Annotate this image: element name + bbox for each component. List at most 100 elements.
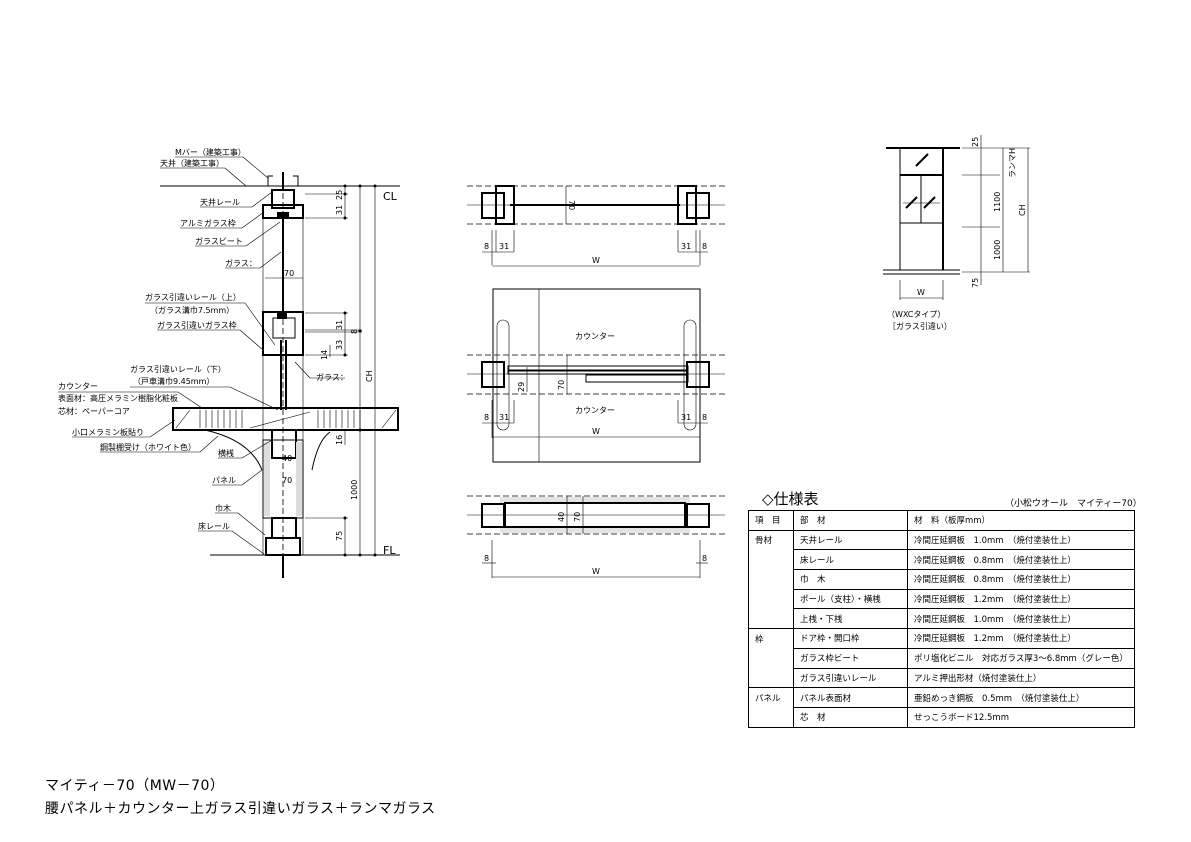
dim-8: 8 xyxy=(350,329,359,334)
drawing-title-description: 腰パネル＋カウンター上ガラス引違いガラス＋ランマガラス xyxy=(45,801,436,817)
label-floor-rail: 床レール xyxy=(198,521,230,531)
elevation-view: 25 ランマH 1100 1000 CH 75 W （WXCタイプ） ［ガラス引… xyxy=(883,135,1030,331)
table-row: 巾 木冷間圧延鋼板 0.8mm （焼付塗装仕上） xyxy=(748,569,1135,590)
elev-dim-1000: 1000 xyxy=(993,240,1002,260)
plan3-dim-8-left: 8 xyxy=(484,554,489,563)
row-material: 冷間圧延鋼板 1.2mm （焼付塗装仕上） xyxy=(907,628,1135,649)
row-category xyxy=(748,707,794,728)
row-part: 天井レール xyxy=(793,529,908,550)
row-category xyxy=(748,668,794,688)
elev-dim-ch: CH xyxy=(1018,204,1027,216)
plan1-dim-8-left: 8 xyxy=(484,242,489,251)
elev-dim-75: 75 xyxy=(971,278,980,288)
dim-70: 70 xyxy=(284,269,294,278)
row-part: ドア枠・開口枠 xyxy=(793,628,908,649)
label-sliding-glass-frame: ガラス引違いガラス枠 xyxy=(157,320,237,330)
row-part: 芯 材 xyxy=(793,706,908,728)
baseboard xyxy=(271,517,297,539)
table-row: ガラス引違いレールアルミ押出形材（焼付塗装仕上） xyxy=(748,667,1135,688)
row-material: 冷間圧延鋼板 0.8mm （焼付塗装仕上） xyxy=(907,549,1135,570)
table-row: ポール（支柱）・横桟冷間圧延鋼板 1.2mm （焼付塗装仕上） xyxy=(748,588,1135,609)
label-sliding-rail-lower: ガラス引違いレール（下） xyxy=(130,364,226,374)
counter-outline xyxy=(492,288,701,463)
dim-25: 25 xyxy=(335,190,344,200)
dim-14: 14 xyxy=(320,350,329,360)
label-ceiling-rail: 天井レール xyxy=(200,197,240,207)
dim-1000: 1000 xyxy=(350,480,359,500)
spec-table-title: ◇仕様表 xyxy=(762,490,819,508)
row-material: 冷間圧延鋼板 1.0mm （焼付塗装仕上） xyxy=(907,529,1135,550)
cl-label: CL xyxy=(383,190,398,203)
section-view: Mバー（建築工事） 天井（建築工事） 天井レール アルミガラス枠 ガラスビート … xyxy=(58,147,400,580)
spec-table: 項 目 部 材 材 料（板厚mm） 骨材天井レール冷間圧延鋼板 1.0mm （焼… xyxy=(748,510,1135,728)
dim-75: 75 xyxy=(335,531,344,541)
label-sliding-rail-upper: ガラス引違いレール（上） xyxy=(145,292,241,302)
dim-70-panel: 70 xyxy=(282,476,292,485)
label-m-bar: Mバー（建築工事） xyxy=(175,147,246,157)
bracket-left xyxy=(204,429,263,471)
glass-hatch xyxy=(905,153,936,209)
plan1-dim-31-right: 31 xyxy=(681,242,691,251)
row-material: 亜鉛めっき鋼板 0.5mm （焼付塗装仕上） xyxy=(907,687,1135,708)
table-row: 芯 材せっこうボード12.5mm xyxy=(748,706,1135,728)
plan-view-panel: 40 70 8 8 W xyxy=(467,495,725,578)
label-counter-surface: 表面材：高圧メラミン樹脂化粧板 xyxy=(58,393,178,403)
row-category: パネル xyxy=(748,687,794,708)
dim-ch: CH xyxy=(365,370,374,382)
plan2-dim-8-right: 8 xyxy=(702,413,707,422)
row-part: 上桟・下桟 xyxy=(793,608,908,629)
plan2-dim-31-right: 31 xyxy=(681,413,691,422)
row-part: ガラス引違いレール xyxy=(793,667,908,688)
row-category xyxy=(748,589,794,609)
dim-33: 33 xyxy=(335,340,344,350)
label-baseboard: 巾木 xyxy=(215,503,231,513)
plan3-dim-8-right: 8 xyxy=(702,554,707,563)
row-category xyxy=(748,648,794,668)
label-glass-upper: ガラス： xyxy=(225,258,257,268)
dim-31-mid: 31 xyxy=(335,320,344,330)
plan1-dim-w: W xyxy=(592,256,600,265)
row-category: 骨材 xyxy=(748,529,794,550)
row-category xyxy=(748,549,794,570)
row-material: 冷間圧延鋼板 1.0mm （焼付塗装仕上） xyxy=(907,608,1135,629)
label-glass-bead: ガラスビート xyxy=(195,236,243,246)
dim-31: 31 xyxy=(335,205,344,215)
plan2-counter-label-bottom: カウンター xyxy=(575,406,615,415)
bracket-right xyxy=(311,431,331,471)
elev-transom-h: ランマH xyxy=(1008,148,1017,178)
table-row: 床レール冷間圧延鋼板 0.8mm （焼付塗装仕上） xyxy=(748,549,1135,570)
row-material: 冷間圧延鋼板 1.2mm （焼付塗装仕上） xyxy=(907,588,1135,609)
spec-header-row: 項 目 部 材 材 料（板厚mm） xyxy=(748,510,1135,531)
label-sliding-rail-lower-note: （戸車溝巾9.45mm） xyxy=(133,376,214,386)
elev-dim-1100: 1100 xyxy=(993,192,1002,212)
table-row: パネルパネル表面材亜鉛めっき鋼板 0.5mm （焼付塗装仕上） xyxy=(748,687,1135,708)
plan2-counter-label-top: カウンター xyxy=(575,332,615,341)
dim-16: 16 xyxy=(335,435,344,445)
table-row: ガラス枠ビートポリ塩化ビニル 対応ガラス厚3～6.8mm（グレー色） xyxy=(748,647,1135,668)
row-category xyxy=(748,569,794,590)
fl-label: FL xyxy=(383,544,396,557)
row-material: ポリ塩化ビニル 対応ガラス厚3～6.8mm（グレー色） xyxy=(907,647,1135,668)
table-row: 上桟・下桟冷間圧延鋼板 1.0mm （焼付塗装仕上） xyxy=(748,608,1135,629)
row-material: 冷間圧延鋼板 0.8mm （焼付塗装仕上） xyxy=(907,569,1135,590)
row-part: パネル表面材 xyxy=(793,687,908,708)
plan2-dim-70: 70 xyxy=(557,380,566,390)
row-category xyxy=(748,608,794,629)
label-counter: カウンター xyxy=(58,382,98,391)
label-edge: 小口メラミン板貼り xyxy=(72,427,144,437)
spec-table-maker: （小松ウオール マイティー70） xyxy=(1005,499,1142,509)
row-category: 枠 xyxy=(748,628,794,649)
label-alum-glass-frame: アルミガラス枠 xyxy=(180,218,236,228)
drawing-title-model: マイティ－70（MW－70） xyxy=(45,778,225,794)
plan-view-counter: カウンター カウンター 29 70 8 31 31 8 W xyxy=(467,288,725,463)
counter xyxy=(172,407,399,431)
row-material: せっこうボード12.5mm xyxy=(907,706,1135,728)
label-rail-bar: 横桟 xyxy=(218,448,234,458)
elev-dim-w: W xyxy=(917,288,925,297)
row-part: ガラス枠ビート xyxy=(793,647,908,668)
header-part: 部 材 xyxy=(793,510,908,531)
plan2-dim-8-left: 8 xyxy=(484,413,489,422)
row-part: 巾 木 xyxy=(793,569,908,590)
plan1-dim-31-left: 31 xyxy=(499,242,509,251)
